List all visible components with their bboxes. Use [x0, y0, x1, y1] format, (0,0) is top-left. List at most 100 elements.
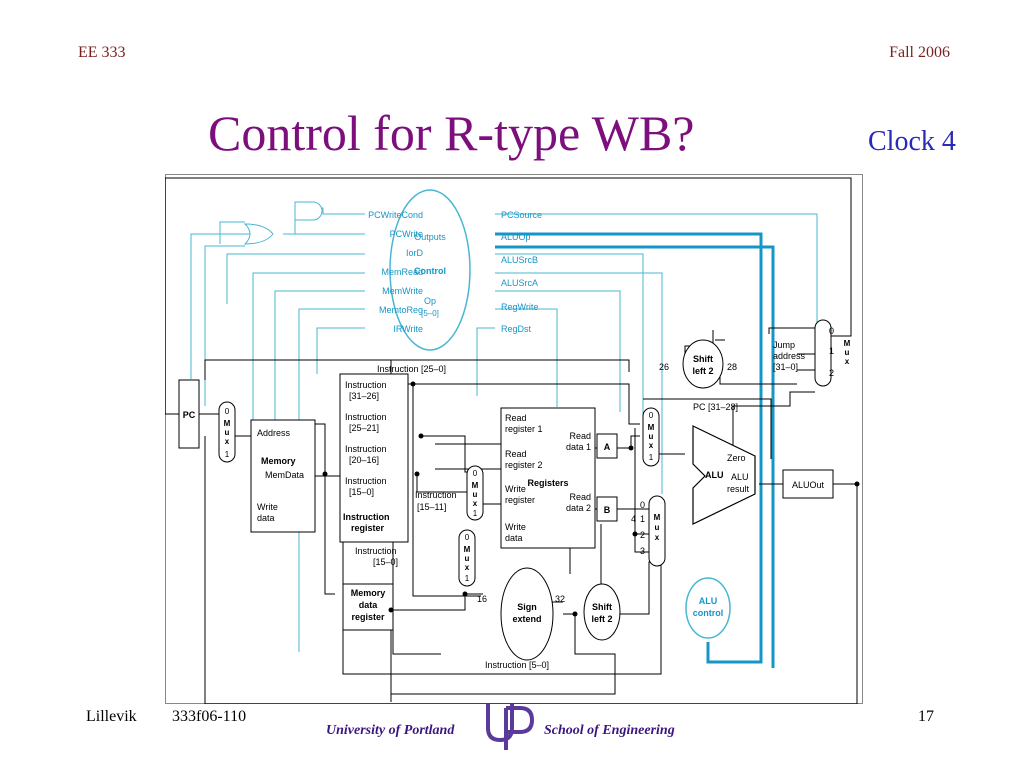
and-gate: [294, 201, 323, 221]
label-instr-15-11-b: [15–11]: [417, 502, 446, 512]
reg-wr-a: Write: [505, 484, 526, 494]
reg-rd1-b: data 1: [566, 442, 591, 452]
reg-wr-b: register: [505, 495, 535, 505]
ir-field-31-26-a: Instruction: [345, 380, 387, 390]
signal-regdst: RegDst: [501, 324, 532, 334]
memory-write-label: Write: [257, 502, 278, 512]
memory-block: [250, 419, 316, 533]
memtoreg-mux-1: 1: [465, 574, 470, 583]
ir-field-25-21-a: Instruction: [345, 412, 387, 422]
regdst-mux: [466, 465, 484, 521]
reg-wd-b: data: [505, 533, 523, 543]
alusrcb-mux-3: 3: [640, 546, 645, 556]
pc-register: [178, 379, 200, 449]
memory-name-label: Memory: [261, 456, 296, 466]
footer-university: University of Portland: [326, 723, 455, 738]
mux1-input-0: 0: [225, 407, 230, 416]
signal-iord: IorD: [406, 248, 424, 258]
signal-pcwrite: PCWrite: [390, 229, 423, 239]
memory-data-label: data: [257, 513, 275, 523]
label-instruction-25-0: Instruction [25–0]: [377, 364, 446, 374]
sign-extend-b: extend: [512, 614, 541, 624]
regdst-mux-u: u: [473, 490, 478, 499]
reg-rr1-b: register 1: [505, 424, 543, 434]
control-outputs-label: Outputs: [414, 232, 446, 242]
pc-31-28-label: PC [31–28]: [693, 402, 738, 412]
signal-regwrite: RegWrite: [501, 302, 538, 312]
register-b: [596, 496, 618, 522]
control-lines-right: [476, 213, 818, 494]
junction-dots: [322, 381, 860, 617]
alu: [692, 425, 756, 525]
term-label: Fall 2006: [889, 44, 950, 61]
reg-wd-a: Write: [505, 522, 526, 532]
university-logo-icon: [486, 704, 535, 750]
ir-field-25-21-b: [25–21]: [349, 423, 379, 433]
control-op-bits: [5–0]: [421, 309, 439, 318]
sign-extend: [500, 567, 554, 661]
shift-top-b: left 2: [692, 366, 713, 376]
memtoreg-mux-u: u: [465, 554, 470, 563]
bit-width-16: 16: [477, 594, 487, 604]
footer-page-number: 17: [918, 708, 934, 725]
jump-address-bracket: [768, 327, 815, 334]
alusrcb-mux: [648, 495, 666, 567]
alu-zero: Zero: [727, 453, 746, 463]
pc-label: PC: [183, 410, 196, 420]
alusrca-mux-1: 1: [649, 453, 654, 462]
aluout-label: ALUOut: [792, 480, 825, 490]
register-b-label: B: [604, 505, 611, 515]
signal-pcwritecond: PCWriteCond: [368, 210, 423, 220]
register-a: [596, 433, 618, 459]
reg-rr2-b: register 2: [505, 460, 543, 470]
signal-aluop: ALUOp: [501, 232, 531, 242]
signal-memwrite: MemWrite: [382, 286, 423, 296]
memory-address-label: Address: [257, 428, 291, 438]
alu-control-b: control: [693, 608, 724, 618]
pcsource-mux-m: M: [844, 339, 851, 348]
ir-field-15-0-a: Instruction: [345, 476, 387, 486]
mdr-label-3: register: [351, 612, 385, 622]
bit-width-32: 32: [555, 594, 565, 604]
memtoreg-mux: [458, 529, 476, 587]
mdr-label-2: data: [359, 600, 379, 610]
slide-subtitle: Clock 4: [868, 126, 956, 157]
label-instr-15-0-a: Instruction: [355, 546, 397, 556]
jump-address-c: [31–0]: [773, 362, 798, 372]
ir-field-20-16-b: [20–16]: [349, 455, 379, 465]
signal-pcsource: PCSource: [501, 210, 542, 220]
alu-result-b: result: [727, 484, 750, 494]
alusrcb-mux-x: x: [655, 533, 660, 542]
ir-field-31-26-b: [31–26]: [349, 391, 379, 401]
control-name-label: Control: [414, 266, 446, 276]
alusrca-mux-u: u: [649, 432, 654, 441]
label-instr-15-0-b: [15–0]: [373, 557, 398, 567]
memtoreg-mux-0: 0: [465, 533, 470, 542]
mux1-letter-x: x: [225, 437, 230, 446]
ir-name-b: register: [351, 523, 385, 533]
memory-memdata-label: MemData: [265, 470, 304, 480]
memory-data-register: [342, 583, 394, 631]
alusrcb-mux-m: M: [654, 513, 661, 522]
shift-left-2-top: [682, 339, 724, 389]
pcsource-mux-2: 2: [829, 368, 834, 378]
mdr-label-1: Memory: [351, 588, 386, 598]
alu-result-a: ALU: [731, 472, 749, 482]
register-a-label: A: [604, 442, 611, 452]
mux1-input-1: 1: [225, 450, 230, 459]
bit-width-28: 28: [727, 362, 737, 372]
memtoreg-mux-m: M: [464, 545, 471, 554]
course-label: EE 333: [78, 44, 126, 61]
control-op-label: Op: [424, 296, 436, 306]
ir-field-20-16-a: Instruction: [345, 444, 387, 454]
reg-rd2-b: data 2: [566, 503, 591, 513]
signal-alusrcb: ALUSrcB: [501, 255, 538, 265]
signal-memtoreg: MemtoReg: [379, 305, 423, 315]
alusrcb-mux-2: 2: [640, 530, 645, 540]
reg-rr1-a: Read: [505, 413, 527, 423]
ir-name-a: Instruction: [343, 512, 390, 522]
bit-width-4: 4: [631, 514, 636, 524]
regdst-mux-x: x: [473, 499, 478, 508]
ir-field-15-0-b: [15–0]: [349, 487, 374, 497]
reg-name: Registers: [527, 478, 568, 488]
